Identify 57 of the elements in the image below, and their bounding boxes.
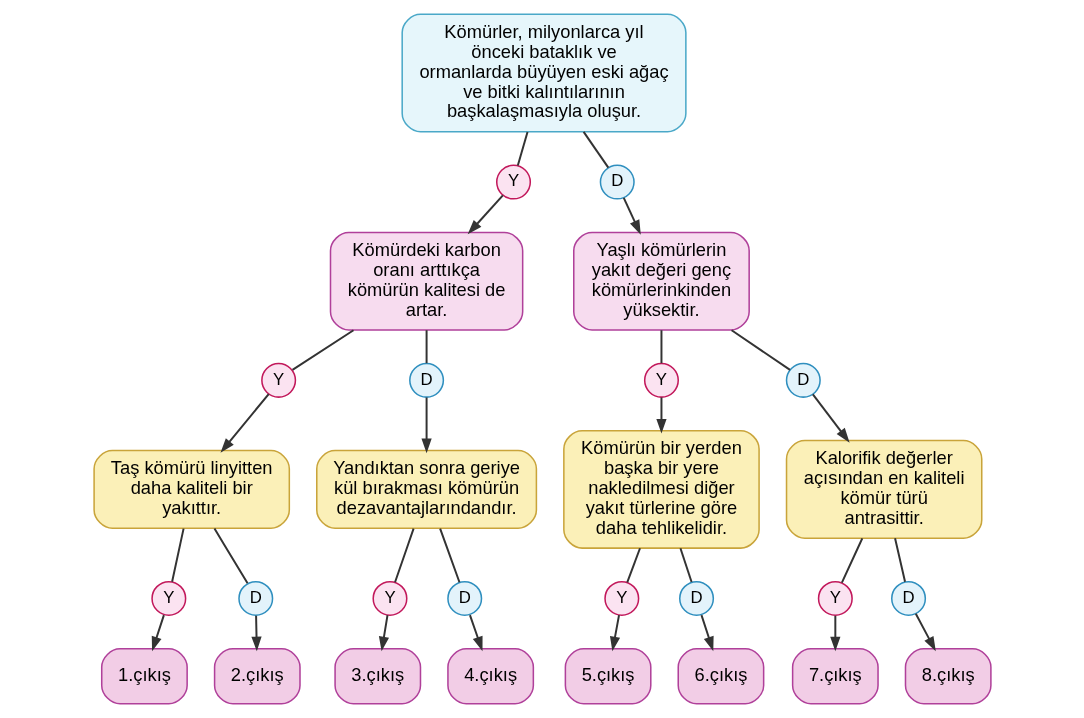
node-box: 1.çıkış	[100, 648, 188, 705]
connector	[291, 329, 354, 371]
node-box: 2.çıkış	[213, 648, 301, 705]
arrow	[378, 614, 389, 652]
node-box: 5.çıkış	[564, 648, 652, 705]
arrow	[700, 614, 714, 652]
connector	[840, 537, 863, 584]
node-circle: Y	[495, 164, 531, 200]
node-box: 4.çıkış	[446, 648, 534, 705]
arrow	[151, 614, 165, 652]
node-box: Kömürdeki karbon oranı arttıkça kömürün kalitesi de artar.	[329, 231, 523, 331]
arrow	[220, 393, 270, 453]
node-box: 8.çıkış	[904, 648, 992, 705]
connector	[170, 527, 185, 583]
node-circle: D	[890, 580, 926, 616]
arrow	[811, 393, 850, 443]
connector	[516, 130, 528, 167]
arrow	[468, 614, 483, 652]
node-circle: Y	[643, 362, 679, 398]
node-circle: D	[446, 580, 482, 616]
node-box: Kömürler, milyonlarca yıl önceki bataklık ve ormanlarda büyüyen eski ağaç ve bitki kalıntılarının başkalaşmasıyla oluşur.	[400, 13, 687, 133]
arrow	[250, 614, 262, 652]
connector	[393, 527, 415, 584]
node-box: Kalorifik değerler açısından en kaliteli kömür türü antrasittir.	[785, 439, 982, 539]
node-circle: Y	[150, 580, 186, 616]
node-box: Kömürün bir yerden başka bir yere nakledilmesi diğer yakıt türlerine göre daha tehlikelidir.	[562, 429, 760, 549]
node-circle: D	[599, 164, 635, 200]
node-box: Yandıktan sonra geriye kül bırakması kömürün dezavantajlarındandır.	[315, 449, 537, 530]
node-circle: D	[785, 362, 821, 398]
arrow	[829, 614, 840, 652]
arrow	[655, 396, 667, 434]
arrow	[914, 612, 936, 652]
node-box: 7.çıkış	[791, 648, 879, 705]
connector	[582, 130, 609, 169]
node-circle: Y	[371, 580, 408, 616]
node-circle: D	[237, 580, 273, 616]
connector	[893, 537, 906, 583]
arrow	[609, 614, 620, 652]
node-box: 6.çıkış	[676, 648, 764, 705]
node-circle: Y	[260, 362, 296, 398]
connector	[678, 547, 693, 583]
arrow	[467, 194, 504, 235]
connector	[659, 329, 662, 365]
node-circle: Y	[817, 580, 853, 616]
arrow	[622, 196, 641, 235]
arrow	[420, 396, 432, 454]
connector	[730, 329, 791, 371]
node-circle: D	[678, 580, 714, 616]
node-box: Taş kömürü linyitten daha kaliteli bir yakıttır.	[92, 449, 290, 530]
connector	[425, 329, 428, 365]
connector	[438, 527, 460, 584]
node-box: Yaşlı kömürlerin yakıt değeri genç kömürlerinkinden yüksektir.	[572, 231, 750, 331]
connector	[213, 527, 249, 585]
node-circle: Y	[603, 580, 639, 616]
connector	[625, 547, 641, 584]
node-circle: D	[408, 362, 444, 398]
node-box: 3.çıkış	[333, 648, 421, 705]
